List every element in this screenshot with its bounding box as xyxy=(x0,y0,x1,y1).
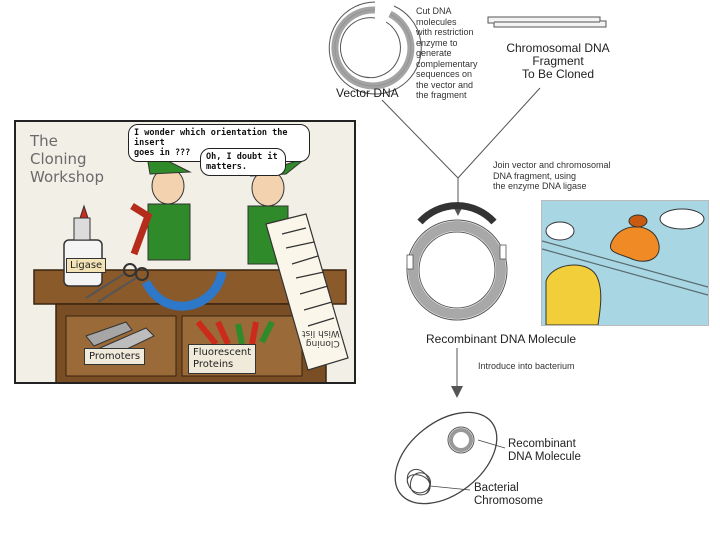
vector-dna-label: Vector DNA xyxy=(336,86,399,100)
enzyme-cartoon-illustration xyxy=(542,201,708,325)
enzyme-cartoon xyxy=(541,200,709,326)
introduce-note: Introduce into bacterium xyxy=(478,361,575,371)
recombinant-label: Recombinant DNA Molecule xyxy=(426,332,577,346)
ligase-tag: Ligase xyxy=(66,258,107,273)
dna-fragment xyxy=(487,16,607,28)
converge-arrows xyxy=(381,87,541,206)
promoters-tag: Promoters xyxy=(84,348,146,365)
bacterial-cell xyxy=(394,411,506,505)
arrow-head-2 xyxy=(451,386,463,398)
vector-dna-ring xyxy=(328,1,422,95)
recombinant-dna-ring xyxy=(406,202,508,321)
